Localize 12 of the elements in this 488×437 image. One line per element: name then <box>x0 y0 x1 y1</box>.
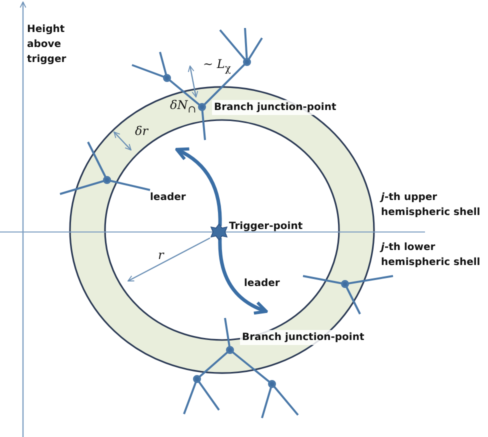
length-label: ~ L$_{χ}$ <box>203 57 231 76</box>
node-density-label: δN$_{∩}$ <box>170 98 196 118</box>
shell-label: j-th upper hemispheric shell <box>381 191 482 220</box>
point-label: Branch junction-point <box>212 100 338 115</box>
axis-label: Height above trigger <box>27 23 68 67</box>
shell-label: j-th lower hemispheric shell <box>381 241 482 270</box>
leader-label: leader <box>244 277 280 291</box>
leader-label: leader <box>150 191 186 205</box>
dimension-label: δr <box>135 124 148 139</box>
dimension-label: r <box>158 248 164 263</box>
point-label: Branch junction-point <box>240 330 366 345</box>
point-label: Trigger-point <box>229 220 303 234</box>
